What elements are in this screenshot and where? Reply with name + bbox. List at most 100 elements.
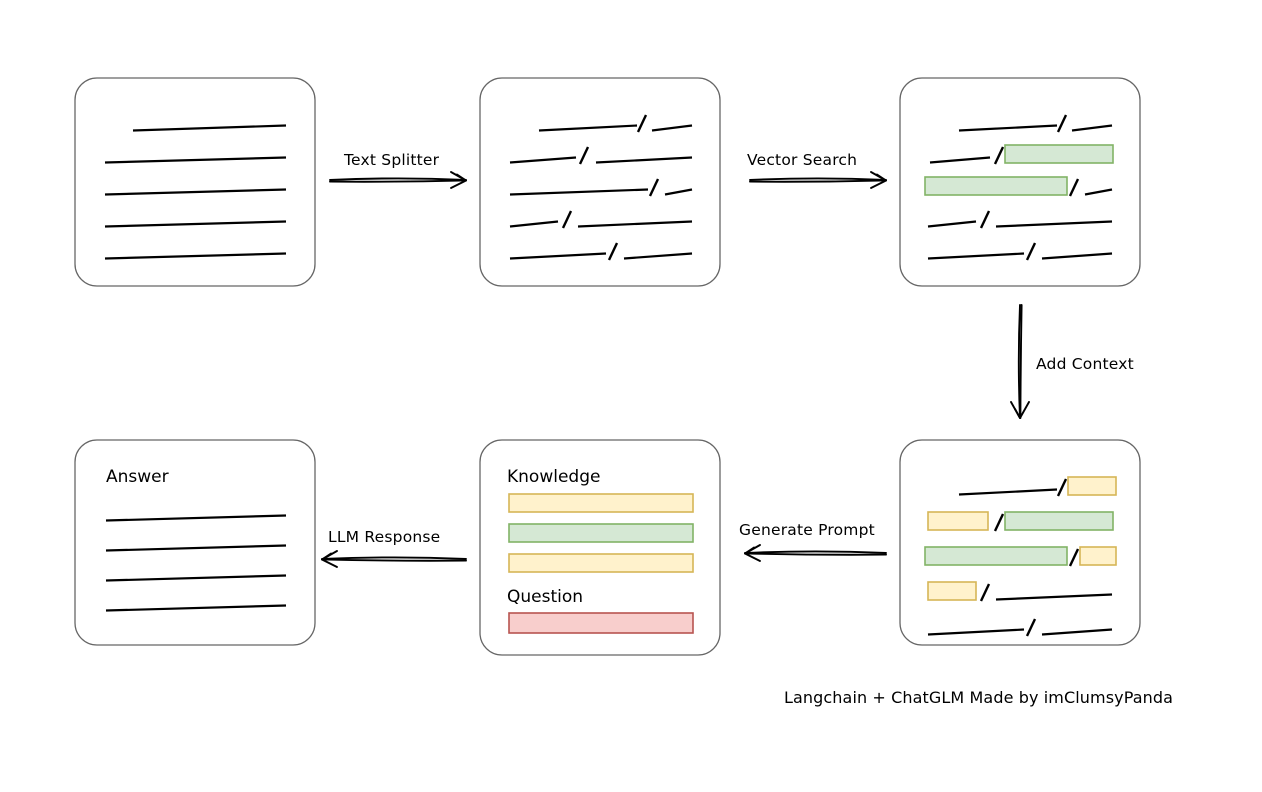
split-chunks-box[interactable] bbox=[479, 77, 721, 287]
edge-add-context-label: Add Context bbox=[1036, 355, 1134, 373]
text-line-segment bbox=[509, 188, 649, 196]
separator-slash bbox=[993, 513, 1005, 532]
arrow-head-inner bbox=[1014, 408, 1021, 419]
highlight-yellow-chunk[interactable] bbox=[1079, 546, 1117, 566]
highlight-green-chunk[interactable] bbox=[924, 546, 1068, 566]
text-line-segment bbox=[1041, 252, 1113, 260]
text-line-segment bbox=[958, 488, 1058, 496]
text-line-segment bbox=[509, 220, 559, 228]
separator-slash bbox=[1025, 242, 1037, 261]
source-document-box[interactable] bbox=[74, 77, 316, 287]
edge-llm-response-label: LLM Response bbox=[328, 528, 440, 546]
text-line-segment bbox=[929, 156, 991, 164]
text-line-segment bbox=[958, 124, 1058, 132]
edge-llm-response[interactable]: LLM Response bbox=[321, 528, 467, 568]
arrow-head-inner bbox=[456, 173, 467, 182]
prompt-bar-green[interactable] bbox=[508, 523, 694, 543]
text-line-segment bbox=[595, 156, 693, 164]
edge-text-splitter-label: Text Splitter bbox=[343, 151, 440, 169]
answer-box[interactable]: Answer bbox=[74, 439, 316, 646]
prompt-box-heading-0: Knowledge bbox=[507, 467, 600, 487]
answer-box-row bbox=[105, 574, 287, 582]
highlight-yellow-chunk[interactable] bbox=[927, 581, 977, 601]
answer-box-heading-0: Answer bbox=[106, 467, 169, 487]
text-line-segment bbox=[927, 252, 1025, 260]
prompt-bar-yellow[interactable] bbox=[508, 553, 694, 573]
source-document-box-row bbox=[132, 124, 287, 132]
text-line-segment bbox=[132, 124, 287, 132]
context-chunks-box-row bbox=[927, 618, 1113, 637]
prompt-bar-red[interactable] bbox=[508, 612, 694, 634]
text-line-segment bbox=[105, 574, 287, 582]
text-line-segment bbox=[105, 604, 287, 612]
context-chunks-box-frame bbox=[899, 439, 1141, 646]
edge-line-shadow bbox=[1019, 304, 1023, 419]
context-chunks-box-row bbox=[924, 546, 1117, 567]
source-document-box-row bbox=[104, 156, 287, 164]
separator-slash bbox=[636, 114, 648, 133]
prompt-box-heading-1: Question bbox=[507, 587, 583, 607]
text-line-segment bbox=[104, 220, 287, 228]
separator-slash bbox=[561, 210, 573, 229]
vector-matched-chunks-box-row bbox=[927, 210, 1113, 229]
text-line-segment bbox=[1041, 628, 1113, 636]
answer-box-row bbox=[105, 514, 287, 522]
highlight-green-chunk[interactable] bbox=[1004, 144, 1114, 164]
edge-add-context[interactable]: Add Context bbox=[1010, 304, 1134, 419]
text-line-segment bbox=[664, 188, 693, 196]
edge-line-shadow bbox=[321, 558, 467, 562]
separator-slash bbox=[1056, 478, 1068, 497]
edge-line bbox=[749, 177, 887, 181]
source-document-box-frame bbox=[74, 77, 316, 287]
vector-matched-chunks-box-row bbox=[927, 242, 1113, 261]
arrow-head-inner bbox=[321, 552, 332, 561]
separator-slash bbox=[993, 146, 1005, 165]
text-line-segment bbox=[1071, 124, 1113, 132]
separator-slash bbox=[1068, 548, 1080, 567]
edge-text-splitter[interactable]: Text Splitter bbox=[329, 151, 467, 189]
separator-slash bbox=[1025, 618, 1037, 637]
split-chunks-box-row bbox=[509, 242, 693, 261]
answer-box-frame bbox=[74, 439, 316, 646]
text-line-segment bbox=[651, 124, 693, 132]
edge-line-shadow bbox=[329, 179, 467, 183]
vector-matched-chunks-box-row bbox=[958, 114, 1113, 133]
edge-line bbox=[321, 556, 467, 560]
text-line-segment bbox=[995, 220, 1113, 228]
text-line-segment bbox=[104, 252, 287, 260]
vector-matched-chunks-box[interactable] bbox=[899, 77, 1141, 287]
edge-line bbox=[744, 550, 887, 554]
highlight-yellow-chunk[interactable] bbox=[927, 511, 989, 531]
vector-matched-chunks-box-row bbox=[929, 144, 1114, 165]
highlight-green-chunk[interactable] bbox=[924, 176, 1068, 196]
separator-slash bbox=[979, 583, 991, 602]
answer-box-row bbox=[105, 544, 287, 552]
credit-label: Langchain + ChatGLM Made by imClumsyPand… bbox=[784, 688, 1173, 707]
edge-line bbox=[329, 177, 467, 181]
edge-vector-search[interactable]: Vector Search bbox=[747, 151, 887, 189]
context-chunks-box-row bbox=[958, 476, 1117, 497]
context-chunks-box[interactable] bbox=[899, 439, 1141, 646]
text-line-segment bbox=[538, 124, 638, 132]
split-chunks-box-row bbox=[509, 210, 693, 229]
text-line-segment bbox=[105, 544, 287, 552]
context-chunks-box-row bbox=[927, 511, 1114, 532]
edge-line-shadow bbox=[749, 179, 887, 183]
highlight-yellow-chunk[interactable] bbox=[1067, 476, 1117, 496]
separator-slash bbox=[1056, 114, 1068, 133]
split-chunks-box-row bbox=[509, 146, 693, 165]
vector-matched-chunks-box-row bbox=[924, 176, 1113, 197]
answer-box-row bbox=[105, 604, 287, 612]
text-line-segment bbox=[1084, 188, 1113, 196]
edge-generate-prompt[interactable]: Generate Prompt bbox=[739, 521, 887, 562]
separator-slash bbox=[1068, 178, 1080, 197]
text-line-segment bbox=[623, 252, 693, 260]
edge-generate-prompt-label: Generate Prompt bbox=[739, 521, 875, 539]
prompt-bar-yellow[interactable] bbox=[508, 493, 694, 513]
text-line-segment bbox=[104, 156, 287, 164]
highlight-green-chunk[interactable] bbox=[1004, 511, 1114, 531]
